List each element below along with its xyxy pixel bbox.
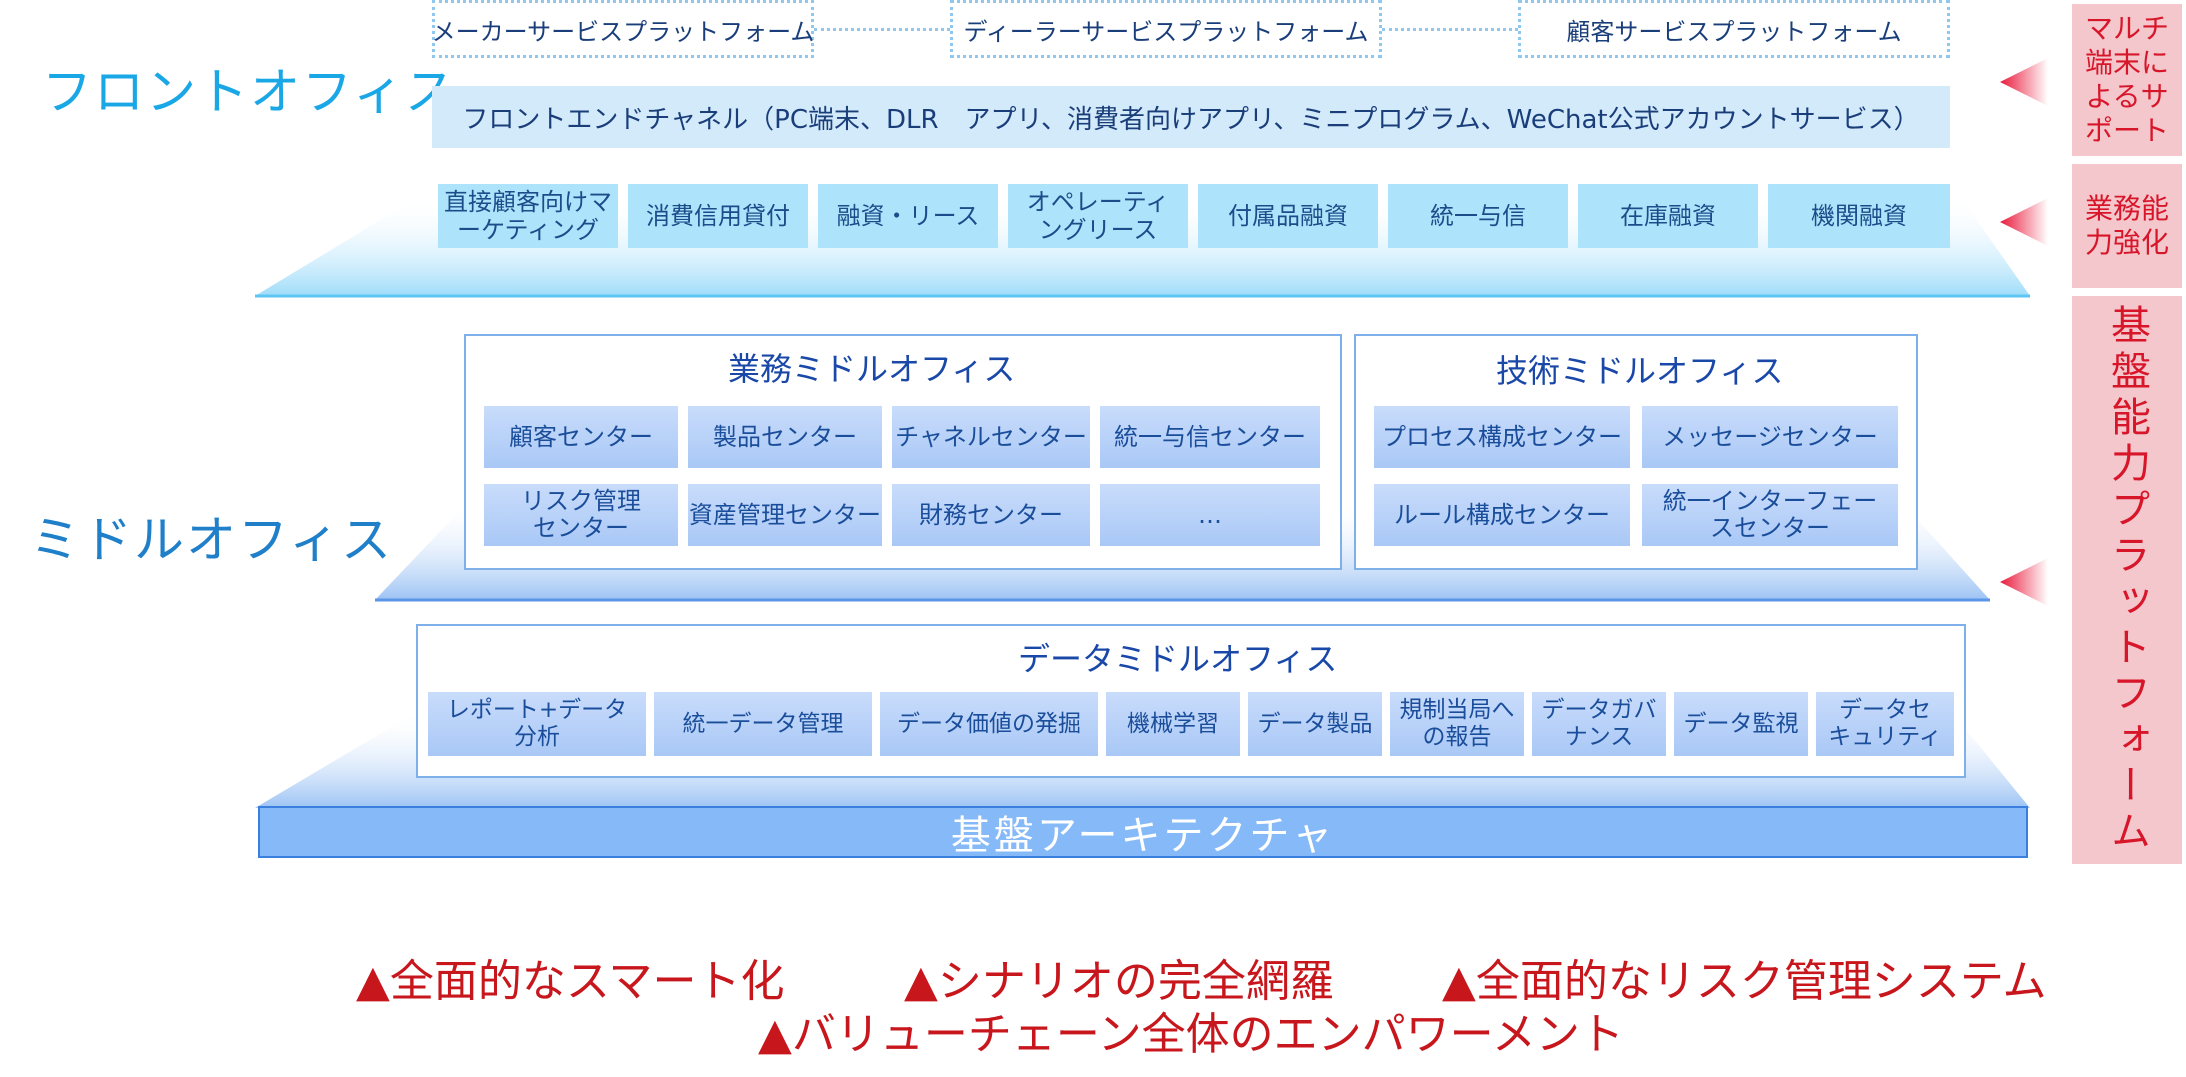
data-monitoring: データ監視 [1674, 692, 1808, 756]
tech-process-center: プロセス構成センター [1374, 406, 1630, 468]
technical-middle-office-title: 技術ミドルオフィス [1496, 352, 1784, 390]
side-platform: 基盤能力プラットフォーム [2072, 296, 2182, 864]
data-report-analysis: レポート+データ分析 [428, 692, 646, 756]
tech-rule-center: ルール構成センター [1374, 484, 1630, 546]
data-unified-management: 統一データ管理 [654, 692, 872, 756]
arrow-platform [2000, 558, 2048, 606]
fin-institutional: 機関融資 [1768, 184, 1950, 248]
tech-interface-center: 統一インターフェースセンター [1642, 484, 1898, 546]
mid-channel-center: チャネルセンター [892, 406, 1090, 468]
feature-risk: ▲全面的なリスク管理システム [1442, 956, 2047, 1007]
mid-product-center: 製品センター [688, 406, 882, 468]
mid-finance-center: 財務センター [892, 484, 1090, 546]
data-regulatory-report: 規制当局への報告 [1390, 692, 1524, 756]
platform-dealer: ディーラーサービスプラットフォーム [950, 0, 1382, 58]
data-governance: データガバナンス [1532, 692, 1666, 756]
arrow-business [2000, 198, 2048, 246]
mid-more: … [1100, 484, 1320, 546]
fin-consumer-credit: 消費信用貸付 [628, 184, 808, 248]
front-office-label: フロントオフィス [42, 63, 457, 121]
data-machine-learning: 機械学習 [1106, 692, 1240, 756]
data-security: データセキュリティ [1816, 692, 1954, 756]
fin-unified-credit: 統一与信 [1388, 184, 1568, 248]
mid-asset-center: 資産管理センター [688, 484, 882, 546]
data-middle-office-title: データミドルオフィス [1018, 640, 1338, 678]
side-business-enhancement: 業務能力強化 [2072, 164, 2182, 288]
fin-financing-lease: 融資・リース [818, 184, 998, 248]
arrow-multi-terminal [2000, 58, 2048, 106]
front-end-channel: フロントエンドチャネル（PC端末、DLR アプリ、消費者向けアプリ、ミニプログラ… [432, 86, 1950, 148]
fin-accessory: 付属品融資 [1198, 184, 1378, 248]
fin-direct-marketing: 直接顧客向けマーケティング [438, 184, 618, 248]
side-multi-terminal: マルチ端末によるサポート [2072, 4, 2182, 156]
platform-connector-2 [1382, 28, 1518, 31]
feature-smart: ▲全面的なスマート化 [356, 956, 785, 1007]
data-products: データ製品 [1248, 692, 1382, 756]
middle-office-label: ミドルオフィス [30, 511, 393, 569]
mid-unified-credit-center: 統一与信センター [1100, 406, 1320, 468]
platform-connector-1 [814, 28, 950, 31]
tech-message-center: メッセージセンター [1642, 406, 1898, 468]
platform-maker: メーカーサービスプラットフォーム [432, 0, 814, 58]
feature-value-chain: ▲バリューチェーン全体のエンパワーメント [758, 1009, 1624, 1060]
business-middle-office-title: 業務ミドルオフィス [728, 350, 1016, 388]
fin-inventory: 在庫融資 [1578, 184, 1758, 248]
mid-customer-center: 顧客センター [484, 406, 678, 468]
feature-scenario: ▲シナリオの完全網羅 [904, 956, 1334, 1007]
fin-operating-lease: オペレーティングリース [1008, 184, 1188, 248]
mid-risk-center: リスク管理センター [484, 484, 678, 546]
data-value-mining: データ価値の発掘 [880, 692, 1098, 756]
base-architecture: 基盤アーキテクチャ [258, 806, 2028, 859]
platform-customer: 顧客サービスプラットフォーム [1518, 0, 1950, 58]
side-platform-text: 基盤能力プラットフォーム [2104, 304, 2150, 856]
